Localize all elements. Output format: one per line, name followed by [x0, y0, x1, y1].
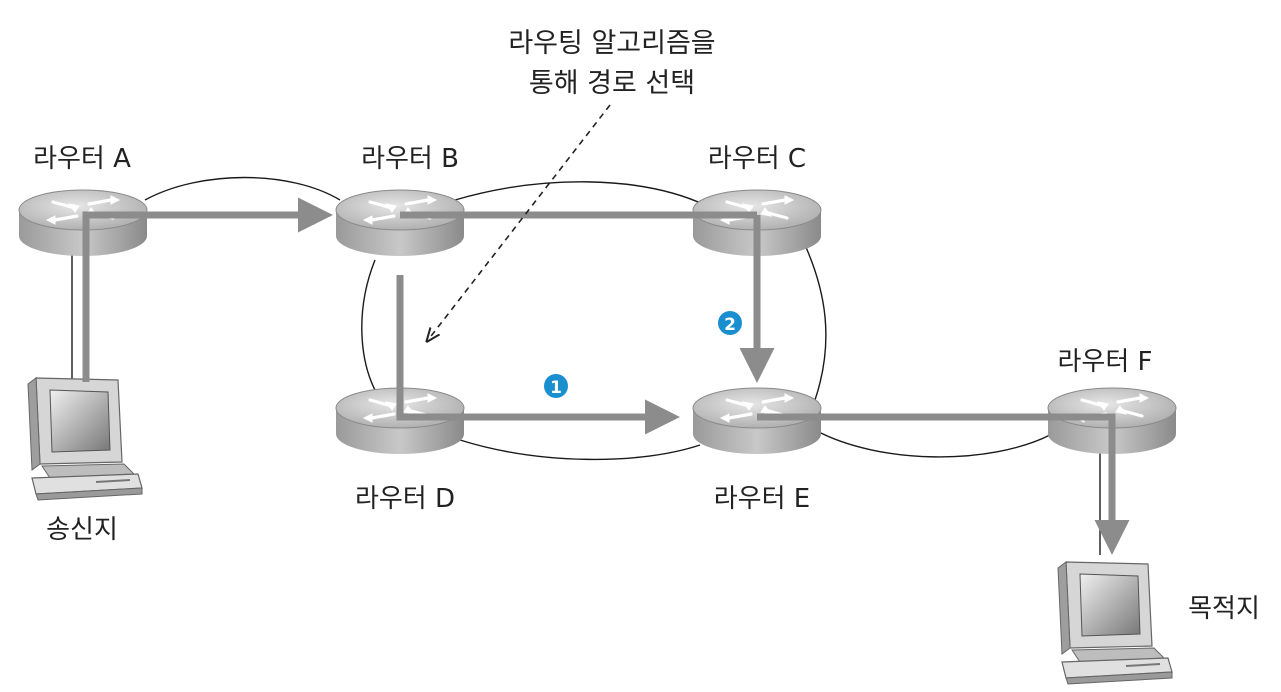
link-c-e	[804, 244, 827, 401]
network-links	[71, 176, 1101, 555]
link-d-e	[459, 439, 701, 461]
link-b-d	[361, 259, 376, 391]
router-a-label: 라우터 A	[33, 144, 131, 174]
path-marker-1-label: 1	[550, 378, 562, 398]
router-f-label: 라우터 F	[1058, 347, 1153, 377]
source-computer-icon	[27, 377, 143, 501]
path-marker-1: 1	[544, 374, 568, 398]
router-d-label: 라우터 D	[355, 484, 455, 514]
annotation-line-2: 통해 경로 선택	[529, 68, 695, 99]
route-arrow-e-to-destination	[757, 413, 1130, 555]
selected-route	[82, 197, 1130, 555]
router-b-label: 라우터 B	[361, 144, 459, 174]
route-arrow-b-d-to-e	[396, 275, 680, 435]
link-a-b	[144, 176, 341, 201]
path-marker-2: 2	[718, 311, 742, 335]
router-e-icon	[691, 386, 823, 456]
route-arrow-source-to-b	[82, 197, 333, 382]
link-e-f	[814, 429, 1051, 458]
router-e-label: 라우터 E	[714, 484, 810, 514]
source-label: 송신지	[46, 515, 118, 545]
router-c-label: 라우터 C	[708, 144, 806, 174]
annotation-line-1: 라우팅 알고리즘을	[508, 28, 715, 59]
path-marker-2-label: 2	[724, 315, 736, 335]
router-b-icon	[334, 188, 466, 258]
annotation-dashed-arrow	[428, 104, 611, 340]
destination-computer-icon	[1057, 561, 1173, 685]
link-b-c	[454, 181, 706, 206]
destination-label: 목적지	[1188, 594, 1260, 624]
